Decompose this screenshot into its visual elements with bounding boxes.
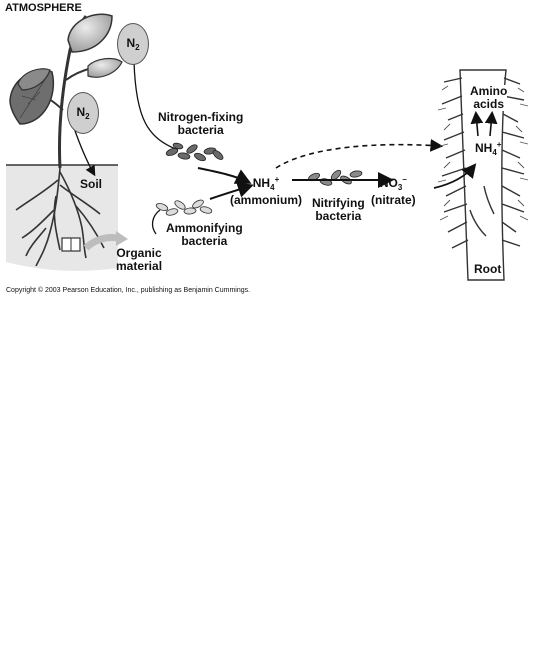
plant-leaf-left-top xyxy=(17,68,51,91)
ammonium-text: (ammonium) xyxy=(230,193,302,207)
root-nh4-label: NH4+ xyxy=(475,138,502,159)
nitrogen-fixing-line-2: bacteria xyxy=(177,123,224,137)
ammonium-label: NH4+ (ammonium) xyxy=(230,173,302,207)
n2-atmosphere-circle: N2 xyxy=(117,23,149,65)
root-nh4-to-amino-arrow-right xyxy=(484,110,498,137)
amino-acids-label: Amino acids xyxy=(470,84,508,111)
soil-label: Soil xyxy=(80,177,103,191)
nitrate-to-root-arrow xyxy=(433,163,477,189)
plant-roots xyxy=(15,167,105,267)
ammonifying-to-ammonium-arrow xyxy=(209,182,254,200)
plant-leaf-top xyxy=(67,13,113,53)
nitrifying-bacteria-label: Nitrifying bacteria xyxy=(312,197,365,223)
ammonifying-line-2: bacteria xyxy=(181,234,228,248)
nitrate-text: (nitrate) xyxy=(371,193,416,207)
nitrogen-fixing-to-ammonium-arrow xyxy=(197,167,252,184)
root-nh4-to-amino-arrow-left xyxy=(470,110,484,137)
root-hairs xyxy=(437,85,529,221)
plant-leaf-right xyxy=(87,57,123,78)
nitrogen-fixing-line-1: Nitrogen-fixing xyxy=(158,110,244,124)
nitrogen-fixing-bacteria-label: Nitrogen-fixing bacteria xyxy=(158,111,243,137)
organic-line-2: material xyxy=(116,259,163,273)
nitrate-label: NO3– (nitrate) xyxy=(371,173,416,207)
ammonifying-line-1: Ammonifying xyxy=(166,221,243,235)
organic-material-label: Organic material xyxy=(116,247,162,273)
n2-soil-arrow xyxy=(73,127,96,177)
ammonifying-bacteria-cluster xyxy=(155,199,213,216)
nitrifying-bacteria-cluster xyxy=(308,169,363,186)
n2-top-to-bacteria-line xyxy=(133,61,179,151)
diagram-artwork xyxy=(6,13,529,281)
nitrifying-line-2: bacteria xyxy=(315,209,362,223)
root-label: Root xyxy=(474,262,502,276)
n2-soil-circle: N2 xyxy=(67,92,99,134)
ammonifying-bacteria-label: Ammonifying bacteria xyxy=(166,222,243,248)
soil-to-organic-arrow xyxy=(83,234,119,251)
amino-line-1: Amino xyxy=(470,84,508,98)
atmosphere-heading: ATMOSPHERE xyxy=(5,2,82,14)
no3-formula: NO3– xyxy=(379,175,407,192)
organic-line-1: Organic xyxy=(116,246,162,260)
n2-soil-label: N2 xyxy=(76,105,90,121)
nitrogen-cycle-diagram: N2 N2 ATMOSPHERE Soil Nitrogen-fixing ba… xyxy=(0,0,536,300)
nh4-formula: NH4+ xyxy=(252,175,280,192)
n2-atmosphere-label: N2 xyxy=(126,36,140,52)
nitrifying-line-1: Nitrifying xyxy=(312,196,365,210)
organic-to-bacteria-line xyxy=(151,209,161,235)
ammonium-to-root-dashed-arrow xyxy=(275,138,444,169)
nitrogen-fixing-bacteria-cluster xyxy=(165,142,224,162)
copyright-notice: Copyright © 2003 Pearson Education, Inc.… xyxy=(6,287,251,294)
amino-line-2: acids xyxy=(473,97,505,111)
